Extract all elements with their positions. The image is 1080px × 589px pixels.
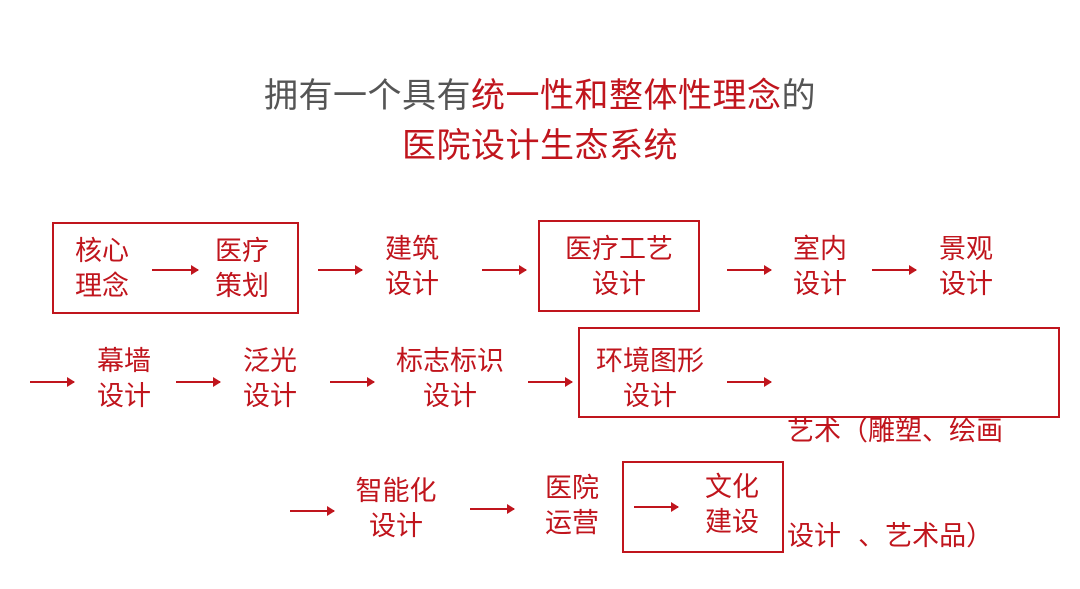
node-medical-planning-line1: 医疗 xyxy=(215,236,269,267)
node-operation-line2: 运营 xyxy=(545,508,599,539)
arrow-lighting-to-signage xyxy=(330,377,375,387)
title-line-2: 医院设计生态系统 xyxy=(402,126,678,166)
node-core-concept-line2: 理念 xyxy=(75,271,129,302)
arrow-into-intelligent xyxy=(290,506,335,516)
arrow-signage-to-env-graphics xyxy=(528,377,573,387)
arrow-concept-to-planning xyxy=(152,265,199,275)
node-art-line1: 艺术（雕塑、绘画 xyxy=(787,416,1003,447)
node-landscape: 景观 设计 xyxy=(930,232,1002,302)
node-medical-process-line2: 设计 xyxy=(592,269,646,300)
node-signage: 标志标识 设计 xyxy=(385,344,515,414)
node-culture: 文化 建设 xyxy=(696,470,768,540)
node-curtain-wall-line1: 幕墙 xyxy=(97,346,151,377)
arrow-into-curtain-wall xyxy=(30,377,75,387)
arrow-planning-to-architecture xyxy=(318,265,363,275)
node-signage-line1: 标志标识 xyxy=(396,346,504,377)
node-medical-planning-line2: 策划 xyxy=(215,271,269,302)
node-lighting-line2: 设计 xyxy=(243,381,297,412)
node-intelligent-line1: 智能化 xyxy=(355,476,437,507)
arrow-interior-to-landscape xyxy=(872,265,917,275)
node-signage-line2: 设计 xyxy=(423,381,477,412)
node-culture-line1: 文化 xyxy=(705,472,759,503)
node-culture-line2: 建设 xyxy=(705,507,759,538)
node-medical-process: 医疗工艺 设计 xyxy=(554,232,684,302)
node-environmental-graphics-line2: 设计 xyxy=(623,381,677,412)
title-highlight: 统一性和整体性理念 xyxy=(471,76,782,116)
arrow-curtain-wall-to-lighting xyxy=(176,377,221,387)
arrow-env-graphics-to-art xyxy=(727,377,772,387)
node-medical-process-line1: 医疗工艺 xyxy=(565,234,673,265)
arrow-intelligent-to-operation xyxy=(470,504,515,514)
node-operation-line1: 医院 xyxy=(545,473,599,504)
frame-concept-planning xyxy=(52,222,299,314)
node-interior-line1: 室内 xyxy=(793,234,847,265)
node-interior-line2: 设计 xyxy=(793,269,847,300)
node-lighting-line1: 泛光 xyxy=(243,346,297,377)
node-lighting: 泛光 设计 xyxy=(234,344,306,414)
node-curtain-wall: 幕墙 设计 xyxy=(88,344,160,414)
node-environmental-graphics-line1: 环境图形 xyxy=(596,346,704,377)
title-line-1: 拥有一个具有统一性和整体性理念的 xyxy=(0,68,1080,117)
node-landscape-line2: 设计 xyxy=(939,269,993,300)
node-operation: 医院 运营 xyxy=(536,471,608,541)
node-curtain-wall-line2: 设计 xyxy=(97,381,151,412)
frame-culture xyxy=(622,461,784,553)
node-core-concept-line1: 核心 xyxy=(75,236,129,267)
title-suffix: 的 xyxy=(781,76,816,116)
arrow-process-to-interior xyxy=(727,265,772,275)
frame-medical-process xyxy=(538,220,700,312)
node-architecture-line2: 设计 xyxy=(385,269,439,300)
node-architecture: 建筑 设计 xyxy=(376,232,448,302)
node-intelligent: 智能化 设计 xyxy=(346,474,446,544)
node-core-concept: 核心 理念 xyxy=(66,234,138,304)
arrow-operation-to-culture xyxy=(634,502,679,512)
node-architecture-line1: 建筑 xyxy=(385,234,439,265)
node-intelligent-line2: 设计 xyxy=(369,511,423,542)
frame-env-graphics-art xyxy=(578,327,1060,418)
node-art: 艺术（雕塑、绘画 设计 、艺术品） xyxy=(787,344,1053,589)
title-prefix: 拥有一个具有 xyxy=(264,76,471,116)
node-medical-planning: 医疗 策划 xyxy=(206,234,278,304)
node-environmental-graphics: 环境图形 设计 xyxy=(585,344,715,414)
node-art-line2: 设计 、艺术品） xyxy=(787,521,994,552)
arrow-architecture-to-process xyxy=(482,265,527,275)
node-interior: 室内 设计 xyxy=(784,232,856,302)
node-landscape-line1: 景观 xyxy=(939,234,993,265)
